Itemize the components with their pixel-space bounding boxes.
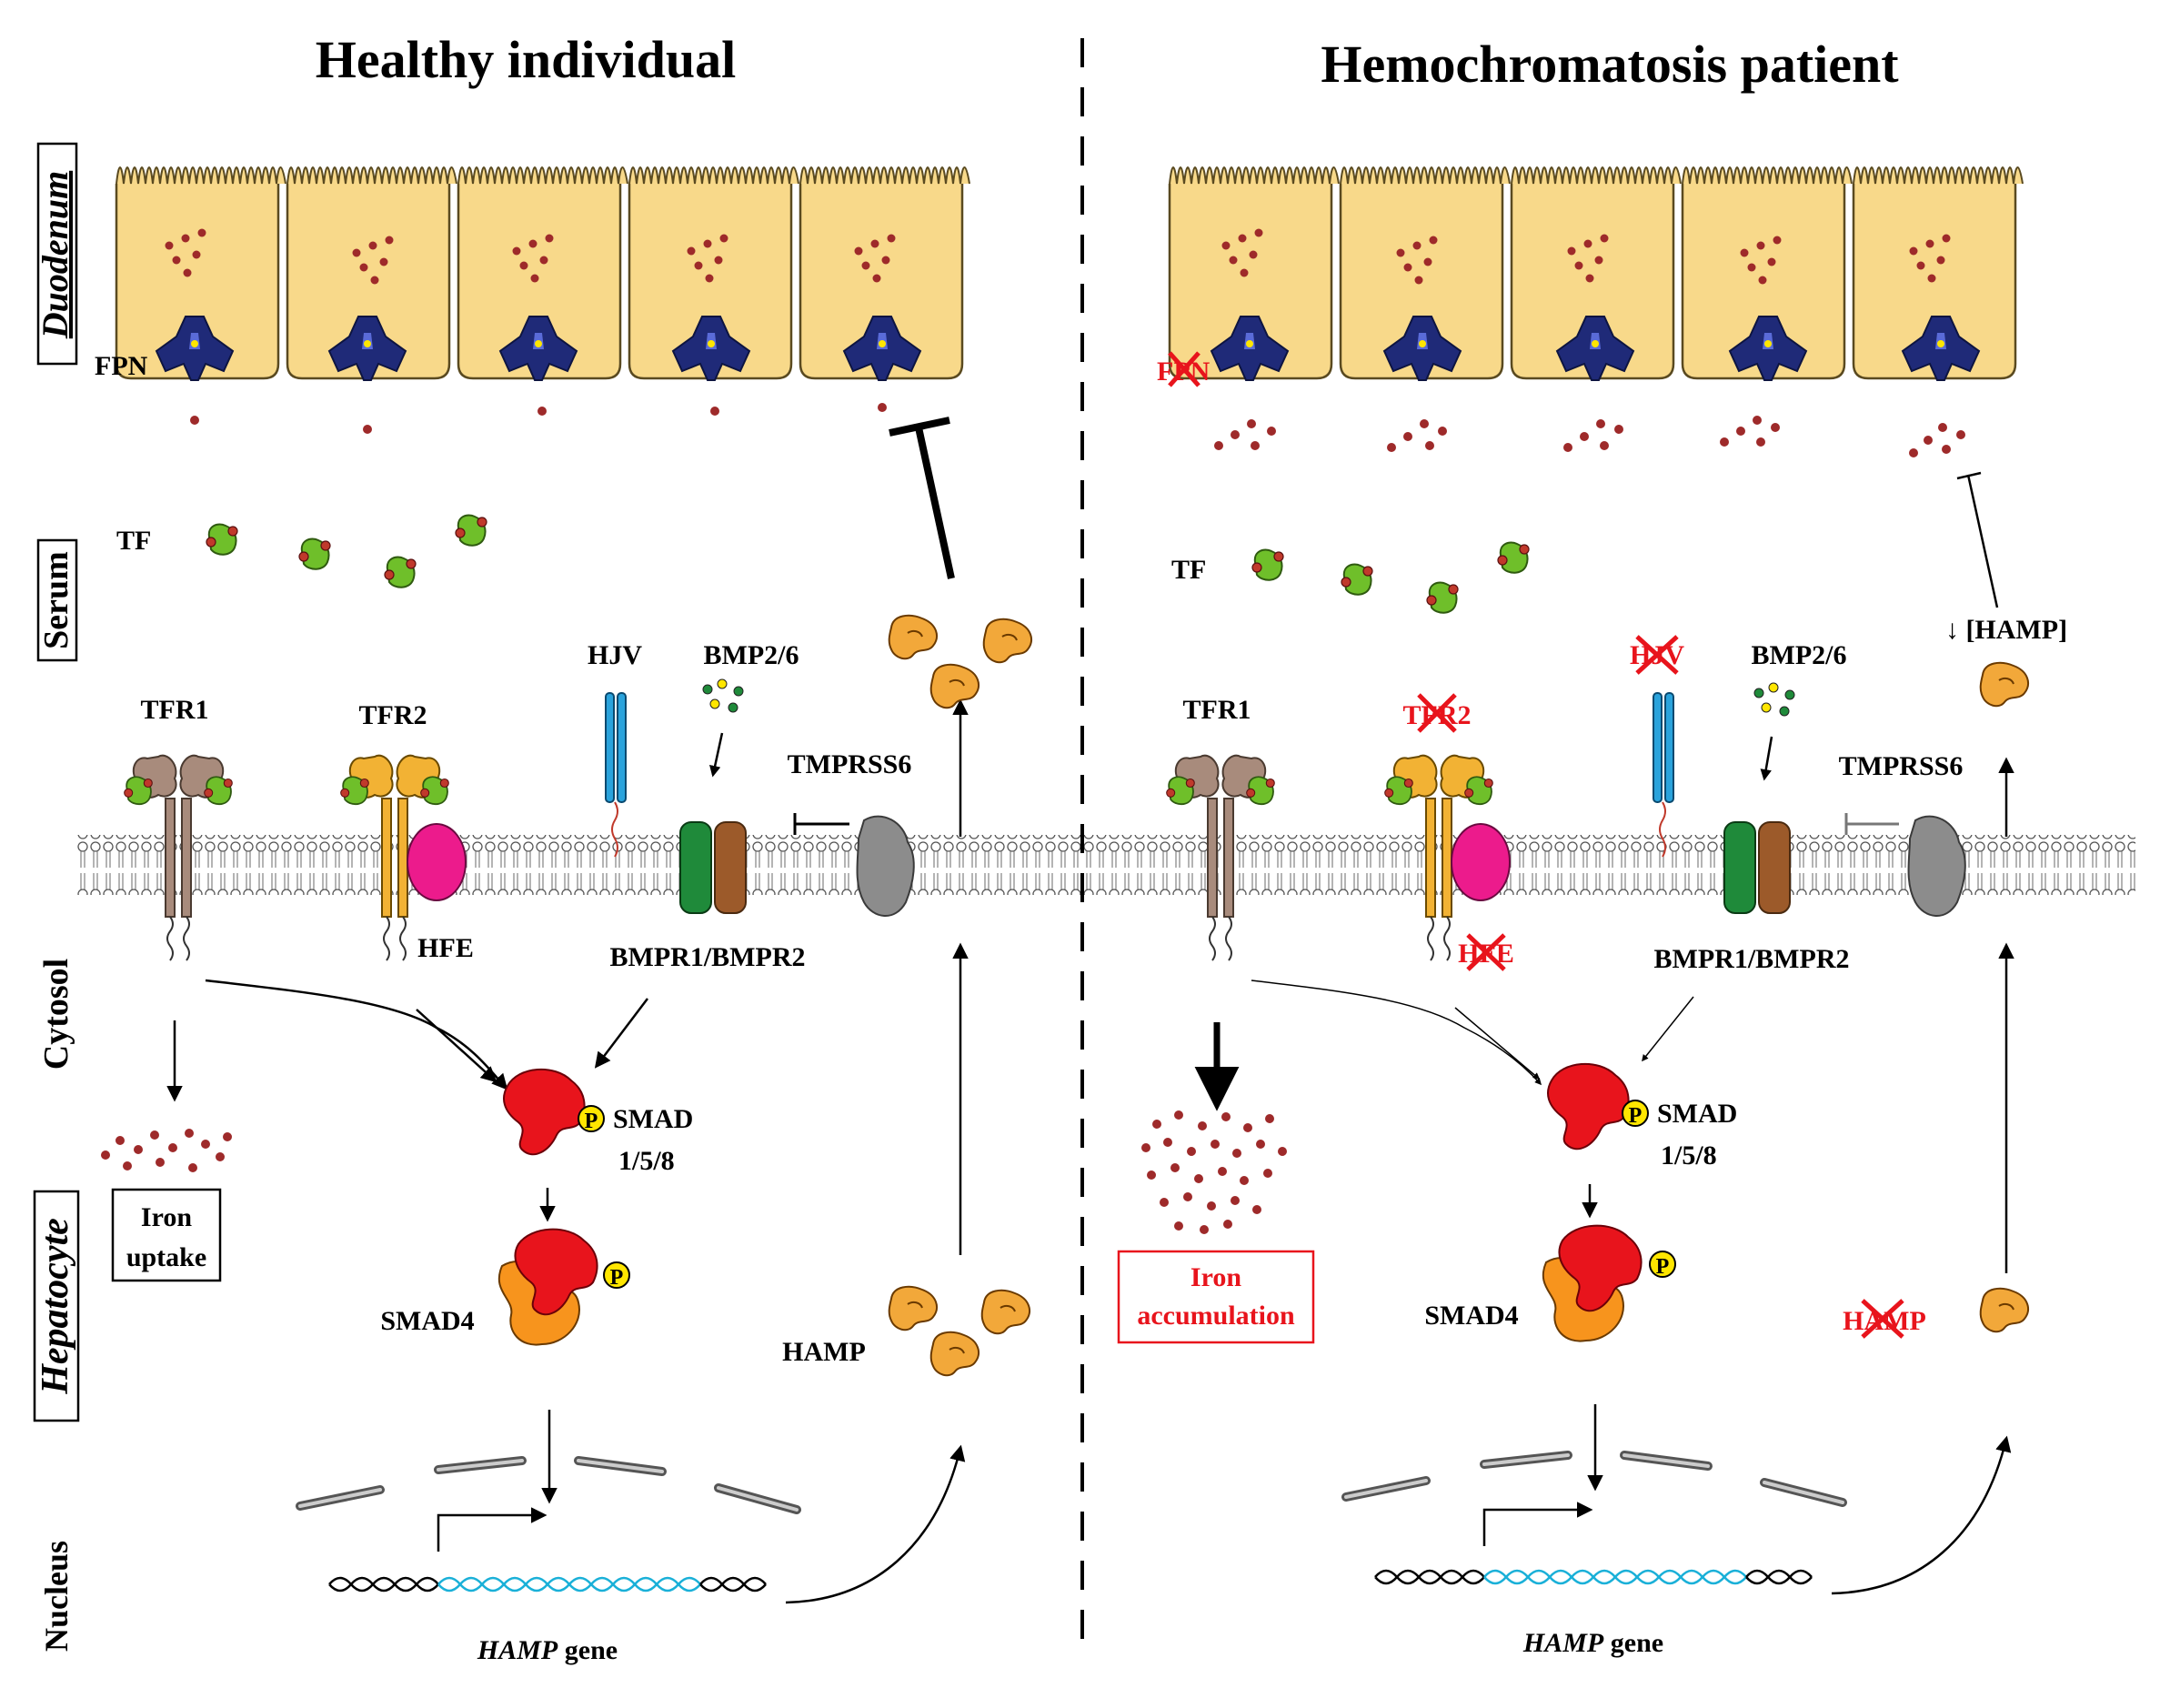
- right-tmprss6-protease: [1907, 815, 1966, 918]
- right-bmp-ligands: [1753, 682, 1795, 717]
- hepatocyte-label: Hepatocyte: [33, 1190, 80, 1422]
- right-smad-sub-label: 1/5/8: [1661, 1140, 1717, 1170]
- left-signal-arrows: [166, 698, 969, 1604]
- left-tmprss6-inhibition: [793, 813, 849, 835]
- right-bmp-binding-arrow: [1760, 736, 1773, 781]
- left-bmp-label: BMP2/6: [704, 640, 799, 670]
- left-nuclear-envelope-inner: [298, 1459, 799, 1512]
- left-smad-sub-label: 1/5/8: [618, 1146, 675, 1176]
- left-bmp-binding-arrow: [709, 732, 724, 778]
- right-bmpr-label: BMPR1/BMPR2: [1654, 944, 1850, 974]
- right-smad4-phosphate: P: [1649, 1251, 1676, 1279]
- right-hfe-mutated-label: HFE: [1458, 933, 1514, 971]
- left-hamp-gene-label: HAMP gene: [477, 1635, 618, 1665]
- right-tfr1-label: TFR1: [1183, 695, 1251, 725]
- right-tf-label: TF: [1171, 555, 1206, 585]
- left-hamp-gene-dna: [328, 1576, 767, 1592]
- left-hjv-label: HJV: [588, 640, 642, 670]
- right-tfr2-mutated-label: TFR2: [1403, 693, 1472, 733]
- right-hamp-level-label: ↓ [HAMP]: [1945, 615, 2067, 645]
- left-tf-label: TF: [116, 526, 151, 556]
- right-cytosolic-iron: [1141, 1110, 1287, 1234]
- nucleus-label: Nucleus: [38, 1541, 75, 1652]
- left-bmpr-label: BMPR1/BMPR2: [610, 942, 806, 972]
- right-iron-accumulation-box: Iron accumulation: [1117, 1250, 1315, 1344]
- right-signal-arrows: [1194, 757, 2014, 1595]
- svg-text:uptake: uptake: [126, 1242, 206, 1272]
- svg-text:Duodenum: Duodenum: [35, 171, 75, 340]
- right-fpn-mutated-label: FPN: [1157, 351, 1211, 387]
- right-tmprss6-label: TMPRSS6: [1839, 751, 1964, 781]
- left-hepcidin-inhibition: [889, 417, 955, 579]
- left-smad4-label: SMAD4: [380, 1306, 474, 1336]
- left-bmp-ligands: [702, 678, 744, 713]
- left-serum-transferrin: [206, 514, 487, 588]
- left-smad-phosphate: P: [578, 1105, 605, 1133]
- right-serum-transferrin: [1251, 541, 1530, 614]
- left-hfe-label: HFE: [417, 933, 474, 963]
- left-tmprss6-protease: [856, 815, 915, 918]
- left-tmprss6-label: TMPRSS6: [788, 749, 912, 779]
- svg-text:P: P: [585, 1110, 598, 1133]
- right-panel-title: Hemochromatosis patient: [1321, 35, 1899, 94]
- duodenum-label: Duodenum: [35, 142, 78, 366]
- right-hjv-mutated-label: HJV: [1630, 635, 1684, 675]
- right-hjv-coreceptor: [1653, 692, 1674, 858]
- right-nuclear-envelope-inner: [1344, 1453, 1844, 1504]
- right-hamp-mutated-label: HAMP: [1843, 1299, 1926, 1339]
- right-hepcidin-peptides: [1979, 661, 2029, 1333]
- svg-text:Iron: Iron: [1190, 1262, 1241, 1292]
- left-hepatocyte-membrane: [76, 835, 1080, 895]
- right-smad4-complex: [1542, 1224, 1643, 1342]
- left-cytosolic-iron: [101, 1129, 232, 1172]
- left-smad4-phosphate: P: [603, 1261, 630, 1290]
- left-exported-iron: [190, 403, 887, 434]
- right-bmp-label: BMP2/6: [1752, 640, 1847, 670]
- right-smad-phosphate: P: [1622, 1100, 1649, 1128]
- left-fpn-label: FPN: [95, 351, 148, 381]
- left-hamp-label: HAMP: [782, 1337, 866, 1367]
- right-smad-label: SMAD: [1657, 1099, 1737, 1129]
- left-tfr2-label: TFR2: [359, 700, 427, 730]
- left-panel-title: Healthy individual: [316, 30, 737, 89]
- right-hepcidin-weak-inhibition: [1956, 471, 1999, 608]
- right-smad4-label: SMAD4: [1424, 1301, 1518, 1331]
- left-iron-uptake-box: Iron uptake: [111, 1188, 222, 1282]
- cytosol-label: Cytosol: [37, 959, 75, 1070]
- right-hamp-gene-dna: [1374, 1569, 1813, 1585]
- svg-text:P: P: [610, 1266, 624, 1290]
- right-hamp-gene-label: HAMP gene: [1522, 1628, 1663, 1658]
- left-smad4-complex: [497, 1228, 598, 1346]
- right-exported-iron: [1214, 416, 1965, 457]
- left-smad158: [503, 1068, 586, 1156]
- left-hjv-coreceptor: [605, 692, 627, 858]
- svg-text:P: P: [1656, 1255, 1670, 1279]
- svg-text:Iron: Iron: [141, 1202, 192, 1232]
- left-tfr1-label: TFR1: [141, 695, 209, 725]
- svg-text:Serum: Serum: [37, 551, 75, 649]
- right-hepatocyte-membrane: [1084, 835, 2135, 895]
- svg-text:Hepatocyte: Hepatocyte: [35, 1218, 76, 1395]
- right-smad158: [1547, 1062, 1630, 1150]
- serum-label: Serum: [36, 538, 78, 662]
- left-smad-label: SMAD: [613, 1104, 693, 1134]
- svg-text:P: P: [1629, 1104, 1643, 1128]
- svg-text:accumulation: accumulation: [1137, 1301, 1295, 1331]
- right-tmprss6-inhibition: [1844, 813, 1899, 835]
